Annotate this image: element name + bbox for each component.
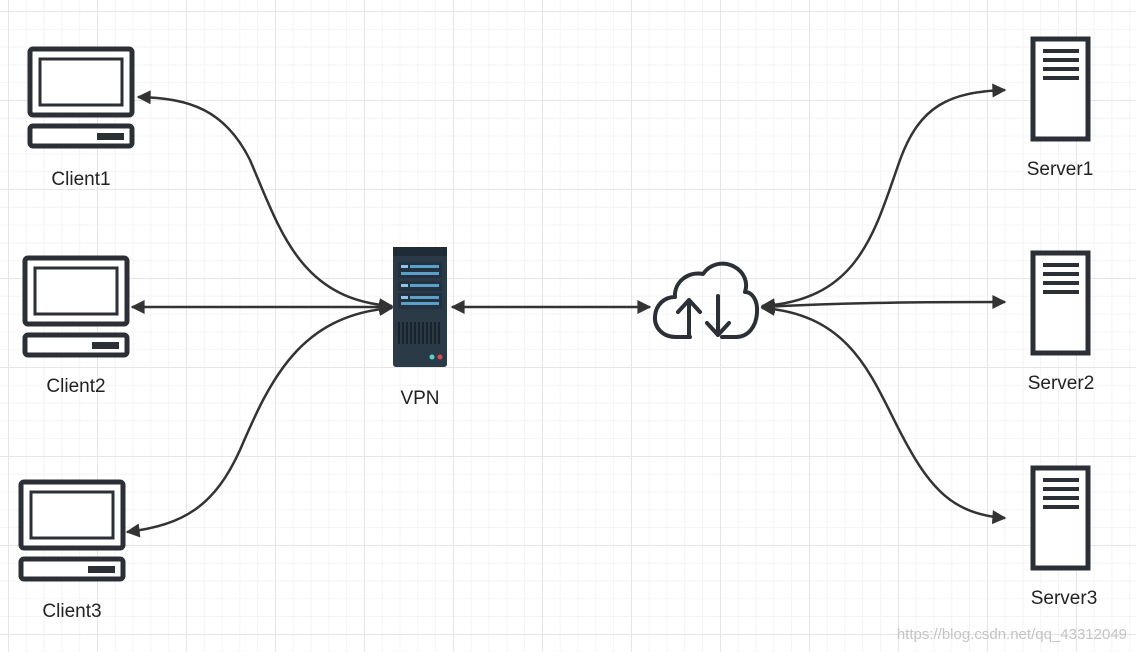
desktop-computer-icon	[18, 479, 126, 582]
edge-vpn-client1	[136, 90, 394, 313]
desktop-computer-icon	[22, 255, 130, 358]
client3-node[interactable]: Client3	[18, 479, 126, 622]
server1-label: Server1	[1027, 159, 1094, 180]
client2-label: Client2	[46, 376, 105, 397]
server2-node[interactable]: Server2	[1028, 250, 1095, 394]
tower-server-icon	[1030, 36, 1091, 142]
server1-node[interactable]: Server1	[1027, 36, 1094, 180]
vpn-node[interactable]: VPN	[393, 247, 447, 409]
rack-server-icon	[393, 247, 447, 367]
client1-node[interactable]: Client1	[27, 46, 135, 190]
client2-node[interactable]: Client2	[22, 255, 130, 397]
edge-cloud-server3	[760, 301, 1007, 525]
server2-label: Server2	[1028, 373, 1095, 394]
client3-label: Client3	[42, 601, 101, 622]
client1-label: Client1	[51, 169, 110, 190]
cloud-upload-download-icon	[652, 261, 760, 339]
vpn-label: VPN	[400, 388, 439, 409]
desktop-computer-icon	[27, 46, 135, 149]
tower-server-icon	[1030, 465, 1091, 571]
tower-server-icon	[1030, 250, 1091, 356]
watermark: https://blog.csdn.net/qq_43312049	[897, 626, 1127, 643]
edge-cloud-server2	[760, 295, 1007, 314]
edge-cloud-server1	[760, 83, 1007, 313]
server3-label: Server3	[1031, 588, 1098, 609]
server3-node[interactable]: Server3	[1030, 465, 1098, 609]
cloud-node[interactable]	[652, 261, 760, 339]
edge-vpn-client3	[125, 301, 394, 538]
